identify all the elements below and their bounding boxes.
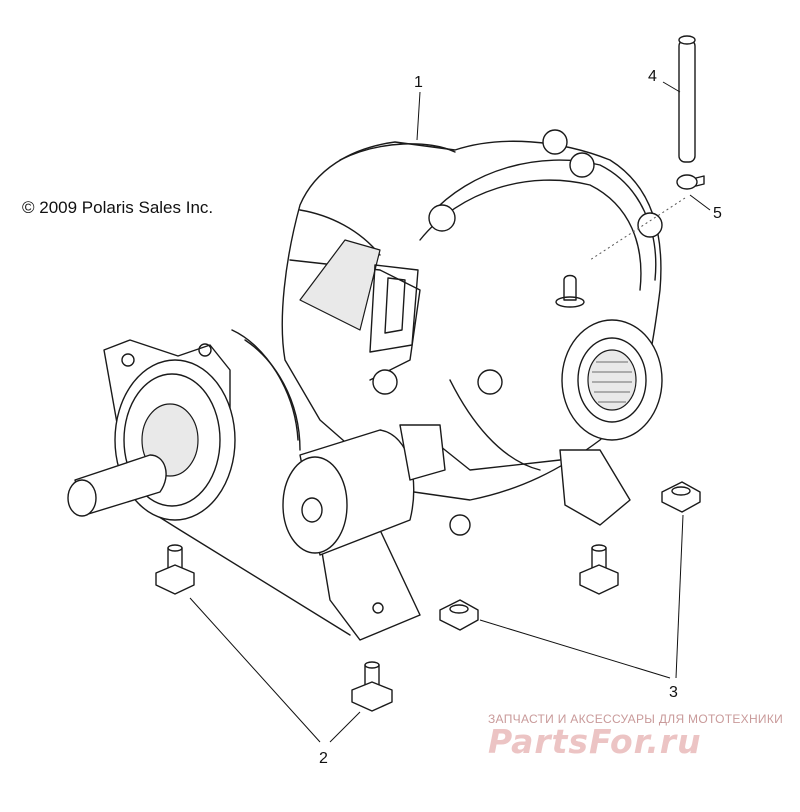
input-shaft-assembly (67, 329, 301, 521)
callout-3: 3 (669, 684, 678, 701)
callout-4: 4 (648, 68, 657, 85)
flange-bolt (155, 544, 195, 595)
flange-nut (439, 599, 479, 631)
callout-2: 2 (319, 750, 328, 767)
callout-1: 1 (414, 74, 423, 91)
actuator-motor (282, 424, 446, 556)
flange-nut (661, 481, 701, 513)
watermark-logo: PartsFor.ru (488, 722, 702, 761)
hose-clamp (676, 174, 705, 190)
flange-bolt (579, 544, 619, 595)
vent-hose (678, 35, 696, 163)
watermark-tagline: ЗАПЧАСТИ И АКСЕССУАРЫ ДЛЯ МОТОТЕХНИКИ (488, 712, 784, 726)
copyright-notice: © 2009 Polaris Sales Inc. (22, 198, 214, 217)
leader-lines (189, 81, 711, 743)
callout-5: 5 (713, 205, 722, 222)
flange-bolt (351, 661, 393, 712)
gearcase-housing (139, 129, 663, 641)
